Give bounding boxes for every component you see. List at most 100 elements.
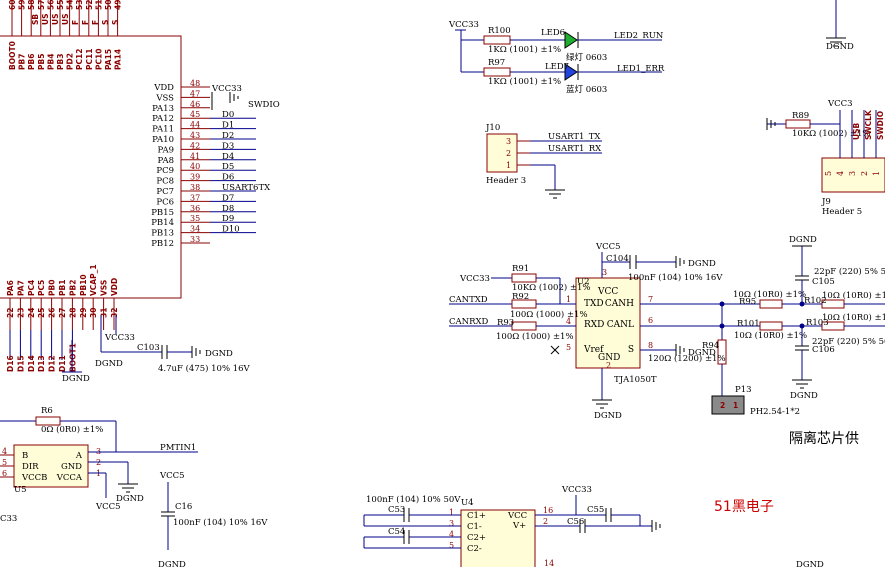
- u5-pin-number: 5: [2, 458, 7, 467]
- mcu-pin-name: PB5: [37, 54, 46, 70]
- u5-pin-name: A: [75, 451, 83, 461]
- mcu-pin-number: 27: [58, 308, 67, 318]
- mcu-block: 60BOOT059PB758PB657PB556PB455PB354PD253P…: [0, 0, 280, 384]
- net-label: D8: [222, 204, 234, 214]
- mcu-pin-number: 55: [56, 0, 65, 10]
- mcu-pin-number: 33: [190, 235, 200, 244]
- net-label: D2: [222, 131, 234, 141]
- u4-pin-16: 16: [543, 506, 553, 515]
- u2-pin-name: S: [628, 345, 634, 355]
- c56-ref: C56: [567, 517, 584, 527]
- p13-pin-2: 2: [720, 401, 725, 410]
- u4-pin-number: 3: [449, 519, 454, 528]
- r93-value: 100Ω (1000) ±1%: [496, 331, 574, 342]
- mcu-pin-name: PB15: [151, 208, 174, 218]
- c106-value: 22pF (220) 5% 50: [812, 336, 885, 347]
- mcu-pin-number: 24: [27, 308, 36, 318]
- mcu-pin-number: 22: [6, 308, 15, 318]
- u4-vcc33: VCC33: [561, 485, 592, 495]
- mcu-pin-number: 37: [190, 193, 200, 202]
- u4-vplus: V+: [512, 521, 526, 531]
- net-label: D0: [222, 110, 234, 120]
- mcu-pin-name: VDD: [110, 278, 119, 296]
- mcu-pin-name: PB4: [46, 54, 55, 70]
- can-dgnd-5: DGND: [790, 391, 818, 401]
- net-cantxd: CANTXD: [449, 295, 488, 305]
- mcu-pin-number: 47: [190, 89, 200, 98]
- led7-ref: LED7: [545, 62, 569, 72]
- r95-value: 10Ω (10R0) ±1%: [733, 289, 806, 300]
- mcu-bottom-net: D14: [27, 355, 36, 372]
- mcu-pin-name: PC8: [156, 177, 174, 187]
- u2-pin-number: 3: [602, 268, 607, 277]
- c106-ref: C106: [812, 345, 835, 355]
- r103-value: 10Ω (10R0) ±1%: [822, 312, 885, 323]
- mcu-top-net: S: [101, 20, 110, 25]
- r94-ref: R94: [702, 341, 719, 351]
- mcu-pin-number: 59: [18, 0, 27, 10]
- net-usart1-rx: USART1_RX: [548, 144, 602, 154]
- r91-value: 10KΩ (1002) ±1%: [512, 282, 591, 293]
- mcu-pin-name: PA9: [158, 145, 175, 155]
- u4-cap-value: 100nF (104) 10% 50V: [366, 494, 461, 505]
- u4-pin-name: C1-: [467, 522, 482, 532]
- mcu-pin-name: PB13: [151, 229, 174, 239]
- mcu-pin-name: PC4: [27, 280, 36, 296]
- u5-pin-name: GND: [61, 462, 82, 472]
- mcu-pin-number: 39: [190, 173, 200, 182]
- mcu-pin-name: PC5: [37, 280, 46, 296]
- u5-pin-number: 4: [2, 447, 7, 456]
- mcu-pin-name: VDD: [153, 83, 174, 93]
- net-label: USART6TX: [222, 183, 271, 193]
- u4-pin-number: 1: [449, 508, 454, 517]
- net-canrxd: CANRXD: [449, 317, 489, 327]
- r95-ref: R95: [739, 297, 756, 307]
- u2-pin-name: CANH: [605, 299, 634, 309]
- u5-pin-name: VCCB: [21, 473, 47, 483]
- u4-pin-name: C2+: [467, 533, 486, 543]
- mcu-pin-number: 60: [8, 0, 17, 10]
- r100-value: 1KΩ (1001) ±1%: [488, 44, 561, 55]
- mcu-pin-name: PB6: [27, 54, 36, 70]
- r89-value: 10KΩ (1002) ±1%: [792, 128, 871, 139]
- u5-pin-name: B: [22, 451, 28, 461]
- vcc33-label: VCC33: [211, 84, 242, 94]
- led-section: VCC33 R100 1KΩ (1001) ±1% R97 1KΩ (1001)…: [448, 20, 665, 95]
- bottom-gnd-partial: DGND: [158, 560, 186, 567]
- swdio-net: SWDIO: [248, 100, 280, 110]
- u2-pin-name: VCC: [597, 287, 618, 297]
- mcu-pin-name: PA11: [152, 125, 174, 135]
- c104-ref: C104: [606, 254, 629, 264]
- net-label: D7: [222, 193, 234, 203]
- mcu-top-net: US: [41, 14, 50, 26]
- mcu-pin-name: PC11: [85, 49, 94, 70]
- u5-pin-name: VCCA: [56, 473, 83, 483]
- mcu-pin-name: PA8: [158, 156, 175, 166]
- dgnd-bottom-2: DGND: [62, 374, 90, 384]
- u2-pin-number: 1: [566, 295, 571, 304]
- vcc33-bottom: VCC33: [104, 333, 135, 343]
- mcu-pin-name: PB12: [151, 239, 174, 249]
- p13-name: PH2.54-1*2: [750, 407, 800, 417]
- j9-pin-number: 1: [872, 171, 881, 176]
- brand-watermark: 51黑电子: [714, 499, 774, 515]
- mcu-pin-name: PA7: [16, 280, 25, 296]
- mcu-top-net: F: [91, 20, 100, 25]
- mcu-pin-number: 49: [114, 0, 123, 10]
- r91-ref: R91: [512, 264, 529, 274]
- u4-pin-name: C2-: [467, 544, 482, 554]
- j10-pin-number: 2: [506, 149, 511, 158]
- c16-ref: C16: [175, 502, 192, 512]
- net-label: D3: [222, 141, 234, 151]
- r101-value: 10Ω (10R0) ±1%: [734, 330, 807, 341]
- net-label: D1: [222, 121, 234, 131]
- mcu-pin-number: 40: [190, 162, 200, 171]
- u2-pin-name: TXD: [584, 299, 604, 309]
- j10-ref: J10: [485, 123, 500, 133]
- j10-pin-number: 3: [506, 137, 511, 146]
- mcu-pin-name: PB3: [56, 54, 65, 70]
- r102-ref: R102: [804, 296, 827, 306]
- mcu-pin-name: PA15: [104, 49, 113, 70]
- u4-pin-14: 14: [544, 559, 554, 567]
